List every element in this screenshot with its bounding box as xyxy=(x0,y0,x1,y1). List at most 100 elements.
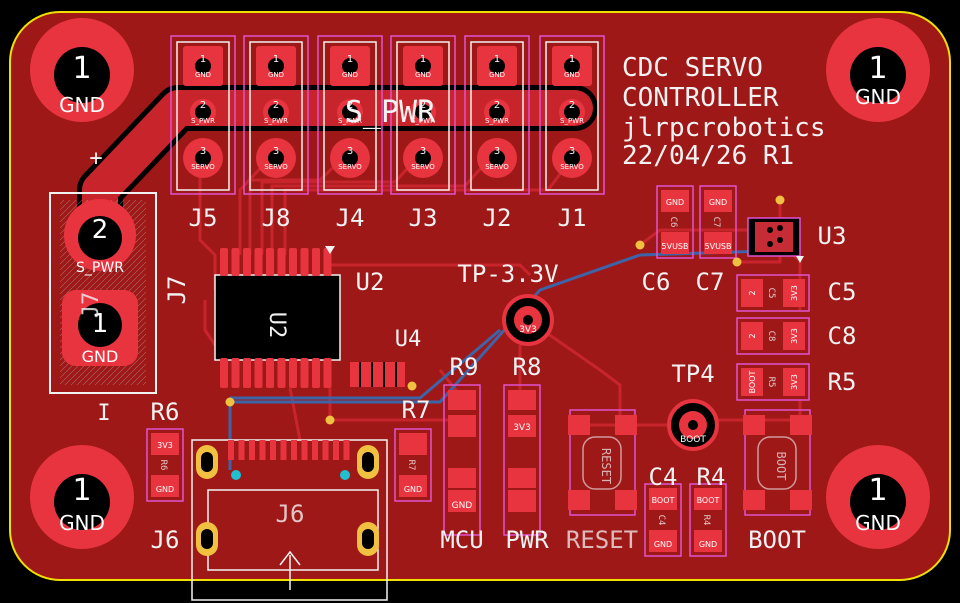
u4-ref: U4 xyxy=(395,327,422,352)
silk-text: 1 xyxy=(72,473,91,508)
silk-text: J6 xyxy=(276,500,305,528)
silk-text: 3V3 xyxy=(790,285,799,301)
silk-text: 3 xyxy=(273,146,279,157)
header-ref-j1: J1 xyxy=(558,204,587,232)
silk-text: SERVO xyxy=(191,163,215,171)
silk-text: SERVO xyxy=(264,163,288,171)
silk-text: 2 xyxy=(748,290,757,295)
silk-text: BOOT xyxy=(680,435,706,445)
silk-text: 3 xyxy=(420,146,426,157)
title-line-2: CONTROLLER xyxy=(622,83,779,113)
silk-text: 1 xyxy=(420,54,426,65)
ref-c7: C7 xyxy=(696,268,725,296)
silk-text: 2 xyxy=(200,100,206,111)
ref-r4: R4 xyxy=(697,463,726,491)
silk-text: 3V3 xyxy=(790,374,799,390)
silk-text: GND xyxy=(489,71,505,79)
silk-text: GND xyxy=(855,511,901,535)
u3-chip: U3 xyxy=(747,217,847,263)
mounting-hole-tr: 1 GND xyxy=(826,18,930,122)
silk-text: BOOT xyxy=(748,370,757,393)
silk-text: S_PWR xyxy=(264,117,288,125)
silk-text: 3 xyxy=(347,146,353,157)
silk-text: GND xyxy=(452,501,473,511)
vias xyxy=(225,195,785,425)
silk-text: GND xyxy=(82,347,119,366)
silk-text: SERVO xyxy=(411,163,435,171)
u3-ref: U3 xyxy=(818,222,847,250)
silk-text: S_PWR xyxy=(485,117,509,125)
silk-text: 2 xyxy=(420,100,426,111)
silk-text: 1 xyxy=(494,54,500,65)
ref-c4: C4 xyxy=(649,463,678,491)
silk-text: 2 xyxy=(494,100,500,111)
ref-r5: R5 xyxy=(828,368,857,396)
silk-text: C8 xyxy=(766,331,776,342)
tp4-ref: TP4 xyxy=(671,360,714,388)
mounting-hole-bl: 1 GND xyxy=(30,445,134,549)
silk-text: R6 xyxy=(158,460,168,471)
ref-c8: C8 xyxy=(828,322,857,350)
silk-text: RESET xyxy=(599,448,613,484)
silk-text: GND xyxy=(699,540,717,549)
tp-3v3-ref: TP-3.3V xyxy=(457,260,558,288)
ref-c6: C6 xyxy=(642,268,671,296)
silk-text: 3 xyxy=(569,146,575,157)
silk-text: 1 xyxy=(92,309,109,339)
usb-connector-j6: J6 J6 xyxy=(151,439,388,601)
j6-ref: J6 xyxy=(151,526,180,554)
power-connector-j7: 2 S_PWR 1 GND J7 J7 + I xyxy=(49,146,191,426)
silk-text: GND xyxy=(855,85,901,109)
silk-text: 3 xyxy=(200,146,206,157)
silk-text: GND xyxy=(564,71,580,79)
silk-text: GND xyxy=(156,485,174,494)
silk-text: 2 xyxy=(347,100,353,111)
silk-text: 1 xyxy=(273,54,279,65)
silk-text: GND xyxy=(654,540,672,549)
silk-text: R5 xyxy=(766,377,776,388)
header-ref-j8: J8 xyxy=(262,204,291,232)
silk-text: SERVO xyxy=(560,163,584,171)
s-pwr-label: S_PWR xyxy=(345,95,436,130)
silk-text: 5VUSB xyxy=(662,242,689,251)
silk-text: GND xyxy=(415,71,431,79)
silk-text: C6 xyxy=(668,217,678,228)
silk-text: 3V3 xyxy=(790,328,799,344)
silk-text: C7 xyxy=(711,217,721,228)
reset-label: RESET xyxy=(566,526,638,554)
pwr-label: PWR xyxy=(505,526,549,554)
ref-c5: C5 xyxy=(828,278,857,306)
silk-text: BOOT xyxy=(697,496,720,505)
silk-text: GND xyxy=(195,71,211,79)
plus-mark: + xyxy=(89,146,102,171)
silk-text: GND xyxy=(59,511,105,535)
silk-text: 3V3 xyxy=(157,441,173,450)
header-ref-j3: J3 xyxy=(409,204,438,232)
silk-text: BOOT xyxy=(774,452,788,481)
silk-text: 2 xyxy=(748,333,757,338)
reset-switch: RESET RESET xyxy=(566,409,638,554)
component-r5: R5 BOOT 3V3 R5 xyxy=(736,363,857,401)
silk-text: 3V3 xyxy=(519,325,537,335)
silk-text: R7 xyxy=(406,460,416,471)
title-block: CDC SERVO CONTROLLER jlrpcrobotics 22/04… xyxy=(622,53,826,171)
silk-text: 2 xyxy=(92,215,109,245)
header-ref-j4: J4 xyxy=(336,204,365,232)
ref-r6: R6 xyxy=(151,398,180,426)
silk-text: 2 xyxy=(569,100,575,111)
u2-ref: U2 xyxy=(356,268,385,296)
boot-label: BOOT xyxy=(748,526,806,554)
silk-text: S_PWR xyxy=(191,117,215,125)
title-line-4: 22/04/26 R1 xyxy=(622,141,794,171)
u4-chip: U4 xyxy=(350,327,421,387)
